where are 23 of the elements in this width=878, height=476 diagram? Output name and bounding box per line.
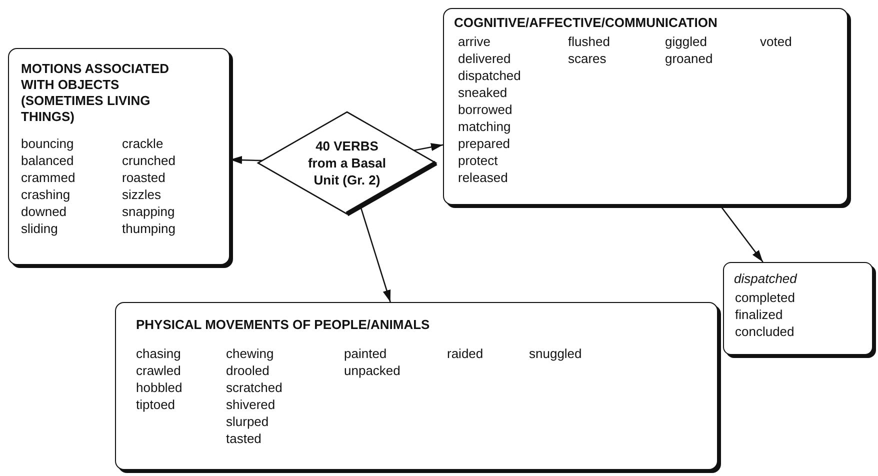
word-list: flushed scares: [568, 33, 610, 186]
category-box: [443, 8, 848, 205]
word-list: voted: [760, 33, 792, 186]
word-list: giggled groaned: [665, 33, 713, 186]
category-box: [115, 302, 718, 470]
category-box: [723, 262, 873, 355]
arrow: [414, 143, 444, 151]
word-list: chasing crawled hobbled tiptoed: [136, 345, 182, 447]
word-list: completed finalized concluded: [735, 289, 795, 340]
word-list: crackle crunched roasted sizzles snapping thumping: [122, 135, 176, 237]
category-heading: PHYSICAL MOVEMENTS OF PEOPLE/ANIMALS: [136, 317, 431, 333]
word-list: arrive delivered dispatched sneaked borrowed matching prepared protect released: [458, 33, 521, 186]
diamond-label: 40 VERBS from a Basal Unit (Gr. 2): [306, 138, 388, 188]
category-heading: COGNITIVE/AFFECTIVE/COMMUNICATION: [454, 15, 718, 31]
category-heading: MOTIONS ASSOCIATED WITH OBJECTS (SOMETIMES LIVING THINGS): [21, 61, 170, 125]
word-list: bouncing balanced crammed crashing downed sliding: [21, 135, 76, 237]
category-box: [8, 48, 230, 265]
word-list: raided: [447, 345, 484, 447]
arrow: [360, 206, 391, 302]
word-list: snuggled: [529, 345, 582, 447]
word-list: chewing drooled scratched shivered slurped tasted: [226, 345, 282, 447]
word-list: painted unpacked: [344, 345, 400, 447]
category-heading: dispatched: [734, 271, 798, 287]
